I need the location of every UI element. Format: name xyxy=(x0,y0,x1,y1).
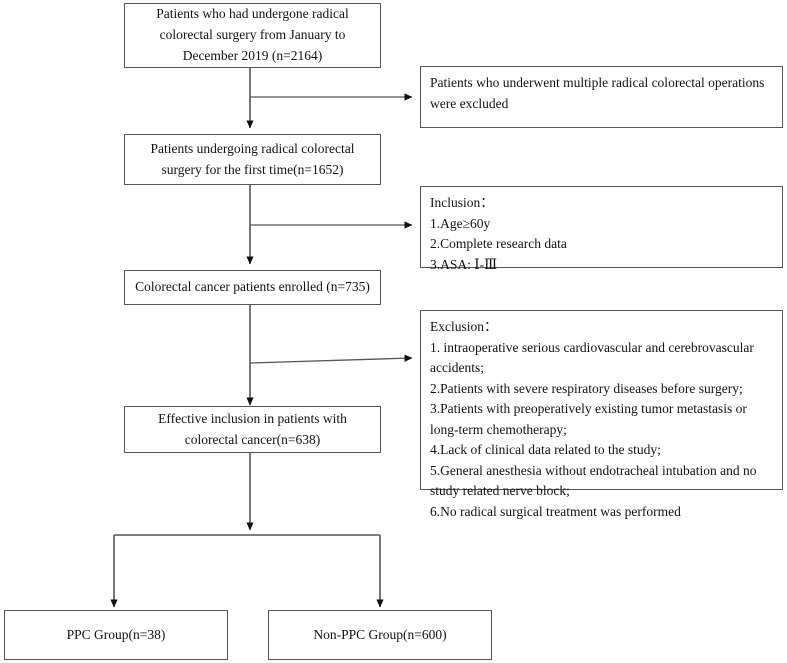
node-inclusion-criteria-label: Inclusion： 1.Age≥60y 2.Complete research… xyxy=(430,195,567,272)
node-enrolled-total: Patients who had undergone radical color… xyxy=(124,3,381,68)
node-excluded-multiple: Patients who underwent multiple radical … xyxy=(420,66,783,128)
node-ppc-group-label: PPC Group(n=38) xyxy=(66,626,166,642)
node-ppc-group: PPC Group(n=38) xyxy=(4,610,228,660)
node-effective-inclusion: Effective inclusion in patients with col… xyxy=(124,406,381,453)
node-first-time: Patients undergoing radical colorectal s… xyxy=(124,134,381,185)
node-exclusion-criteria: Exclusion： 1. intraoperative serious car… xyxy=(420,310,783,519)
node-non-ppc-group-label: Non-PPC Group(n=600) xyxy=(313,626,447,642)
node-cancer-enrolled-label: Colorectal cancer patients enrolled (n=7… xyxy=(135,279,370,295)
node-cancer-enrolled: Colorectal cancer patients enrolled (n=7… xyxy=(124,270,381,305)
node-inclusion-criteria: Inclusion： 1.Age≥60y 2.Complete research… xyxy=(420,186,783,272)
node-excluded-multiple-label: Patients who underwent multiple radical … xyxy=(430,75,765,111)
node-non-ppc-group: Non-PPC Group(n=600) xyxy=(268,610,492,660)
node-exclusion-criteria-label: Exclusion： 1. intraoperative serious car… xyxy=(430,319,757,519)
node-enrolled-total-label: Patients who had undergone radical color… xyxy=(156,6,349,63)
node-first-time-label: Patients undergoing radical colorectal s… xyxy=(150,140,355,177)
edge-branch-exclusion xyxy=(249,354,413,364)
node-effective-inclusion-label: Effective inclusion in patients with col… xyxy=(158,410,347,447)
